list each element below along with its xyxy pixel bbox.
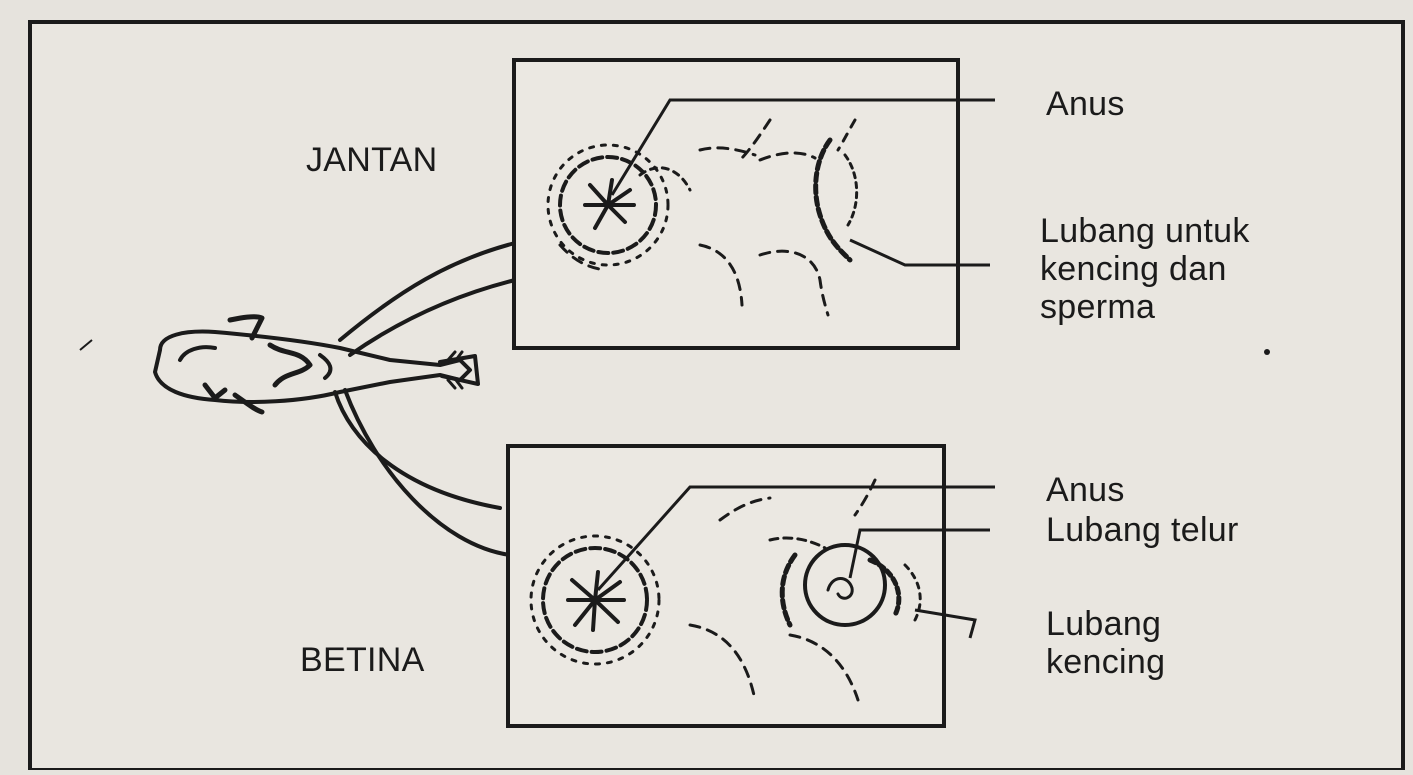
female-group-title: BETINA	[300, 640, 425, 680]
male-detail-box	[514, 60, 995, 348]
female-anus-label: Anus	[1046, 470, 1125, 510]
female-egg-opening-label: Lubang telur	[1046, 510, 1239, 550]
female-urine-opening-label: Lubang kencing	[1046, 605, 1165, 681]
male-group-title: JANTAN	[306, 140, 438, 180]
male-anus-label: Anus	[1046, 84, 1125, 124]
female-detail-box	[508, 446, 995, 726]
male-urine-sperm-label: Lubang untuk kencing dan sperma	[1040, 212, 1250, 326]
